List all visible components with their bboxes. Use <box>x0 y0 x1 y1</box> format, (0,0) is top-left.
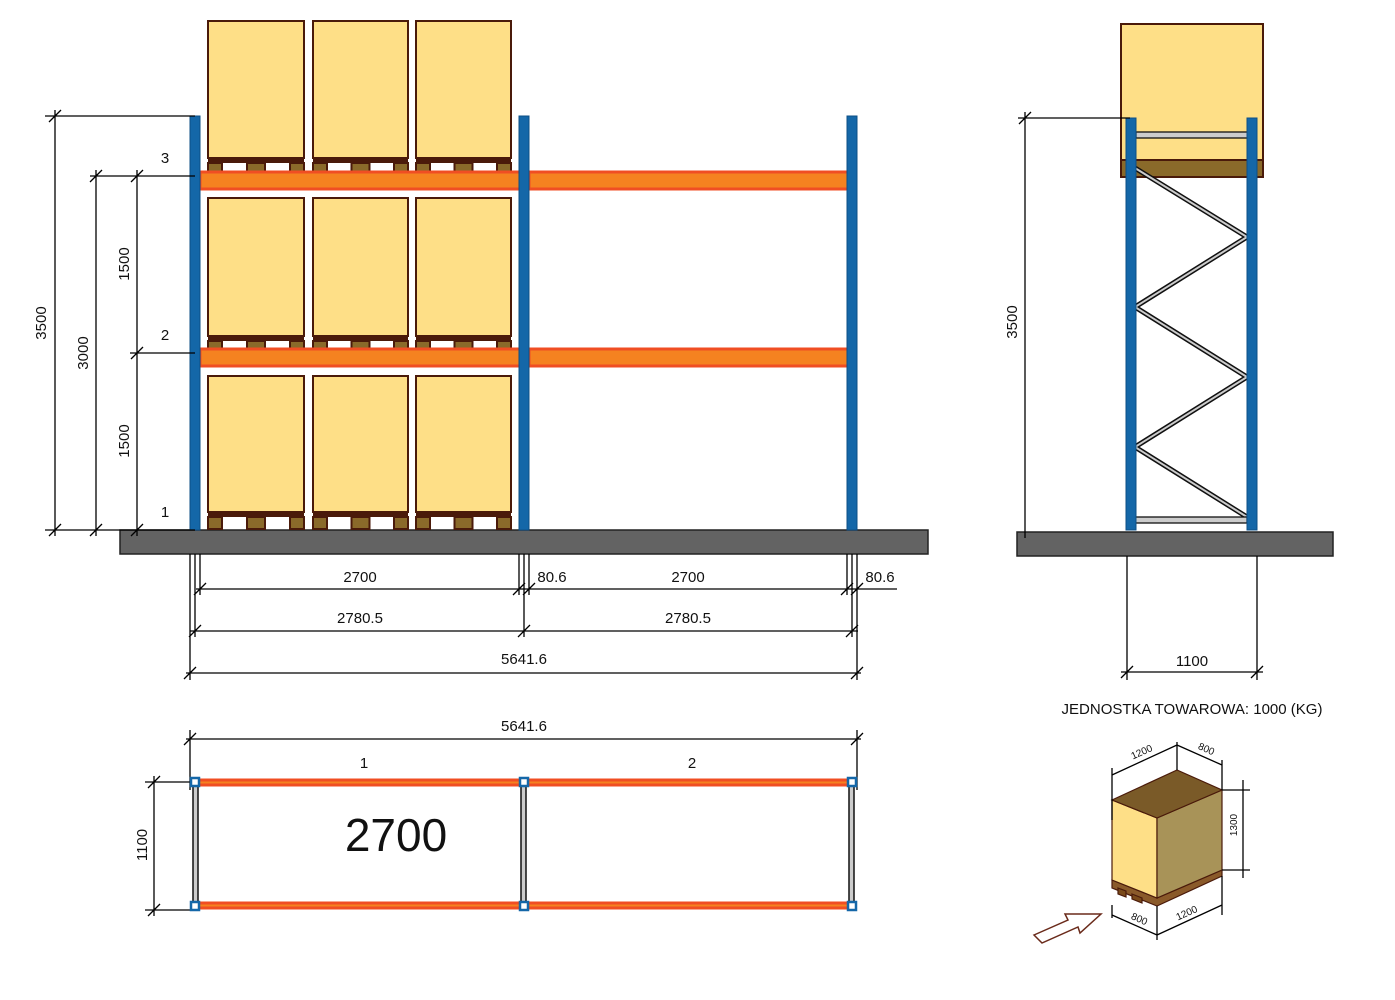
level-label-1: 1 <box>161 504 169 521</box>
pallet-deck <box>208 336 304 341</box>
pallet-block <box>246 516 266 530</box>
beam-level-3-bay-1 <box>198 170 522 191</box>
unit-load: JEDNOSTKA TOWAROWA: 1000 (KG) 1200 800 1… <box>1032 701 1323 944</box>
load-unit <box>312 20 409 159</box>
load-unit <box>415 20 512 159</box>
plan-dim-total: 5641.6 <box>501 718 547 735</box>
pallet-deck <box>313 336 408 341</box>
plan-frame-3 <box>848 785 855 905</box>
plan-beam-length: 2700 <box>345 809 447 861</box>
plan-frame-2 <box>520 785 527 905</box>
unit-load-pallet-iso <box>1110 769 1224 907</box>
dim-upper-level: 1500 <box>116 247 133 280</box>
pallet-block <box>393 516 409 530</box>
dim-bay1-pitch: 2780.5 <box>337 610 383 627</box>
pallet-deck <box>416 158 511 163</box>
side-pallet <box>1120 159 1264 178</box>
pallet-block <box>453 516 474 530</box>
level-label-2: 2 <box>161 327 169 344</box>
front-pallets <box>207 20 512 530</box>
side-upright-front <box>1125 117 1137 531</box>
pallet-block <box>289 516 305 530</box>
load-unit <box>415 197 512 337</box>
pallet-block <box>207 516 223 530</box>
level-label-3: 3 <box>161 150 169 167</box>
upright-3 <box>846 115 858 531</box>
dim-upright1: 80.6 <box>537 569 566 586</box>
dim-upright2: 80.6 <box>865 569 894 586</box>
frame-bottom-bar <box>1134 516 1248 524</box>
dim-bay2-pitch: 2780.5 <box>665 610 711 627</box>
pallet-deck <box>416 512 511 517</box>
side-floor <box>1016 531 1334 557</box>
load-unit <box>207 197 305 337</box>
beam-level-2-bay-1 <box>198 347 522 368</box>
dim-bay1-clear: 2700 <box>343 569 376 586</box>
plan-view: 5641.6 1 2 1100 2700 <box>134 718 864 917</box>
plan-frame-1 <box>192 785 199 905</box>
loading-direction-arrow-icon <box>1032 913 1103 944</box>
unit-height: 1300 <box>1229 813 1240 836</box>
pallet-deck <box>208 158 304 163</box>
load-unit <box>207 20 305 159</box>
left-dimensions: 3500 3000 1500 1500 3 2 1 <box>33 109 195 537</box>
load-unit <box>207 375 305 513</box>
upright-2 <box>518 115 530 531</box>
side-upright-back <box>1246 117 1258 531</box>
dim-total-length: 5641.6 <box>501 651 547 668</box>
load-unit <box>312 375 409 513</box>
pallet-deck <box>313 512 408 517</box>
plan-bay-1-label: 1 <box>360 755 368 772</box>
pallet-deck <box>416 336 511 341</box>
dim-frame-depth: 1100 <box>1176 653 1208 670</box>
pallet-block <box>415 516 431 530</box>
pallet-block <box>350 516 371 530</box>
beam-level-3-bay-2 <box>527 170 850 191</box>
unit-load-title: JEDNOSTKA TOWAROWA: 1000 (KG) <box>1062 701 1323 718</box>
upright-1 <box>189 115 201 531</box>
unit-top-length: 1200 <box>1130 743 1155 762</box>
front-view: 3500 3000 1500 1500 3 2 1 2700 80.6 2700… <box>33 20 929 680</box>
plan-bay-2-label: 2 <box>688 755 696 772</box>
side-load <box>1120 23 1264 161</box>
pallet-deck <box>208 512 304 517</box>
dim-total-height: 3500 <box>33 306 50 339</box>
side-height-cut-label: 3500 <box>1004 305 1021 338</box>
unit-top-width: 800 <box>1196 741 1216 758</box>
floor <box>119 529 929 555</box>
dim-top-beam-height: 3000 <box>75 336 92 369</box>
side-support-bar <box>1135 131 1249 139</box>
side-view: 3500 1100 <box>1004 23 1334 680</box>
beam-level-2-bay-2 <box>527 347 850 368</box>
plan-dim-depth: 1100 <box>134 829 151 861</box>
load-unit <box>312 197 409 337</box>
pallet-block <box>496 516 512 530</box>
load-unit <box>415 375 512 513</box>
unit-bottom-width: 800 <box>1129 911 1149 928</box>
dim-bay2-clear: 2700 <box>671 569 704 586</box>
pallet-block <box>312 516 328 530</box>
pallet-deck <box>313 158 408 163</box>
dim-lower-level: 1500 <box>116 424 133 457</box>
bottom-dimensions: 2700 80.6 2700 80.6 2780.5 2780.5 5641.6 <box>183 554 897 680</box>
